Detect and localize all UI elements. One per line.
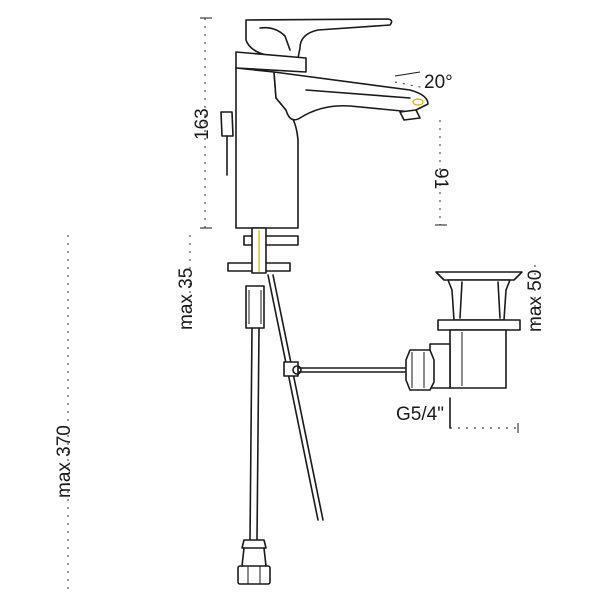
faucet: [220, 18, 429, 585]
aerator-accent: [412, 98, 424, 106]
dim-label-max370: max 370: [54, 425, 75, 498]
waste-body-upper: [447, 279, 511, 321]
spout-edge: [305, 89, 411, 99]
angle-line-1: [394, 71, 421, 77]
waste-nut-ring: [437, 319, 521, 331]
pop-up-waste: [405, 271, 523, 429]
nut-neck: [241, 547, 267, 567]
hose-nut: [237, 565, 271, 585]
supply-hose-left-inner: [256, 327, 260, 541]
dim-label-angle: 20°: [424, 72, 453, 93]
hose-fitting: [245, 285, 265, 329]
dim-label-163: 163: [192, 108, 213, 140]
waste-connector-nut: [405, 349, 435, 391]
popup-rod-knob: [220, 111, 234, 137]
faucet-spout: [273, 71, 429, 121]
rod-clip-screw: [292, 365, 302, 375]
lever-handle: [245, 18, 393, 59]
supply-hose-left: [249, 327, 253, 541]
dim-label-max50: max 50: [525, 270, 546, 332]
mounting-washer-top: [243, 235, 299, 246]
dimension-lines: [67, 17, 536, 590]
angle-line-2: [394, 81, 426, 89]
dim-label-91: 91: [430, 168, 451, 189]
dim-label-max35: max 35: [176, 268, 197, 330]
supply-hose-right-inner: [272, 274, 324, 521]
lever-detail: [259, 26, 291, 51]
waste-flange: [435, 271, 523, 281]
aerator: [399, 109, 421, 121]
hose-nut-collar: [241, 539, 267, 549]
supply-hose-right: [267, 274, 319, 521]
cartridge-cap: [235, 51, 307, 73]
dim-label-thread: G5/4": [396, 404, 444, 425]
waste-inner-lines: [459, 281, 501, 319]
waste-body-lower: [449, 329, 507, 389]
